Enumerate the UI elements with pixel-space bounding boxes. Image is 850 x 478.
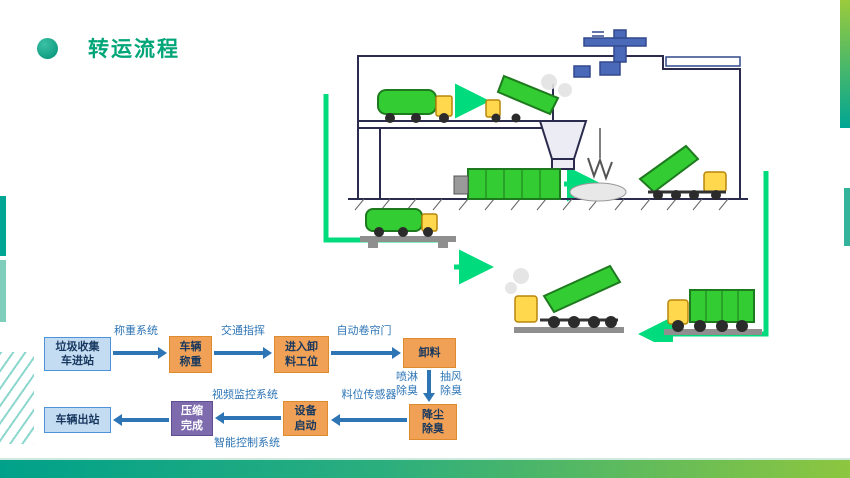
truck-bottom-right	[664, 289, 762, 335]
flow-box-entry: 垃圾收集 车进站	[44, 337, 111, 371]
arrow-compress-to-exit	[122, 418, 169, 422]
dump-truck-right	[638, 144, 727, 200]
bottom-decor-bar	[0, 458, 850, 478]
label-level-sensor: 料位传感器	[341, 389, 397, 401]
arrow-station-to-unload	[331, 351, 392, 355]
flow-box-weigh: 车辆 称重	[169, 336, 212, 373]
label-traffic-command: 交通指挥	[221, 325, 265, 337]
flow-box-compress-done: 压缩 完成	[171, 401, 213, 436]
label-smart-control: 智能控制系统	[214, 437, 280, 449]
label-auto-rolling-door: 自动卷帘门	[336, 325, 392, 337]
garbage-truck-weighbridge	[360, 208, 456, 248]
transfer-station-illustration	[323, 29, 769, 342]
blue-pipework	[573, 29, 741, 78]
compactor-container	[453, 168, 561, 200]
left-accent-bar-2	[0, 260, 6, 322]
title-bullet-icon	[37, 38, 58, 59]
right-top-accent-bar	[840, 0, 850, 128]
arrow-entry-to-weigh	[113, 351, 158, 355]
label-exhaust-deodorize: 抽风 除臭	[440, 371, 462, 397]
flow-box-exit: 车辆出站	[44, 407, 111, 433]
label-video-monitor: 视频监控系统	[212, 389, 278, 401]
dust-puffs	[505, 74, 572, 294]
flow-box-unload-station: 进入卸 料工位	[274, 336, 329, 373]
right-mid-accent-bar	[844, 188, 850, 246]
tipping-truck-upper-deck	[485, 74, 560, 123]
dump-truck-bottom-center	[514, 264, 624, 333]
left-diagonal-stripes	[0, 352, 34, 444]
hopper-chute	[538, 120, 588, 170]
page-title: 转运流程	[88, 38, 180, 61]
flow-box-device-start: 设备 启动	[283, 401, 328, 436]
arrow-device-to-compress	[224, 416, 281, 420]
left-accent-bar-1	[0, 196, 6, 256]
label-spray-deodorize: 喷淋 除臭	[396, 371, 418, 397]
garbage-truck-upper-deck	[377, 89, 453, 123]
arrow-weigh-to-station	[214, 351, 263, 355]
arrow-unload-to-dust	[427, 370, 431, 393]
label-weigh-system: 称重系统	[114, 325, 158, 337]
waste-pile-grapple	[569, 128, 627, 202]
flow-box-dust-removal: 降尘 除臭	[409, 404, 457, 440]
flow-box-unload: 卸料	[403, 338, 456, 368]
arrow-dust-to-device	[340, 418, 407, 422]
